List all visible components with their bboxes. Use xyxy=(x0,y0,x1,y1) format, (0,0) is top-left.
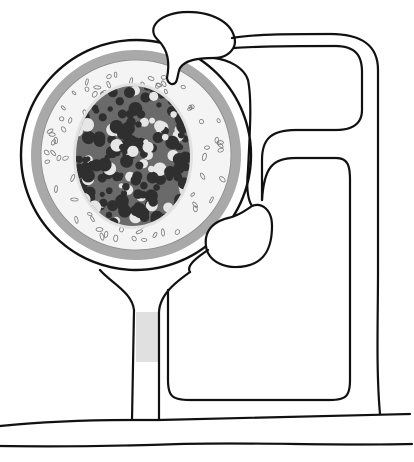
core-blob xyxy=(140,92,150,102)
core-blob xyxy=(106,212,113,219)
core-blob xyxy=(118,205,131,218)
core-blob xyxy=(93,108,99,114)
core-blob xyxy=(156,176,162,182)
core-blob xyxy=(106,187,113,194)
core-blob xyxy=(135,121,141,127)
core-blob xyxy=(76,156,83,163)
core-blob xyxy=(120,155,133,168)
core-blob xyxy=(149,92,158,101)
core-blob xyxy=(99,113,107,121)
core-blob xyxy=(124,87,135,98)
core-blob xyxy=(131,175,142,186)
core-blob xyxy=(82,131,95,144)
core-blob xyxy=(135,162,143,170)
core-blob xyxy=(98,158,112,172)
core-blob xyxy=(127,146,138,157)
core-blob xyxy=(82,157,88,163)
core-blob xyxy=(118,110,127,119)
core-blob xyxy=(154,120,165,131)
core-blob xyxy=(140,182,148,190)
core-blob xyxy=(118,173,123,178)
core-blob xyxy=(121,190,127,196)
core-blob xyxy=(105,155,111,161)
core-blob xyxy=(175,143,183,151)
core-blob xyxy=(148,166,155,173)
core-blob xyxy=(100,192,105,197)
core-blob xyxy=(143,142,154,153)
core-blob xyxy=(156,102,161,107)
core-blob xyxy=(126,110,135,119)
core-blob xyxy=(108,106,113,111)
core-blob xyxy=(122,183,130,191)
core-blob xyxy=(134,205,147,218)
core-blob xyxy=(153,184,160,191)
core-blob xyxy=(162,134,169,141)
core-blob xyxy=(87,161,97,171)
core-blob xyxy=(98,174,107,183)
core-blob xyxy=(173,153,185,165)
core-blob xyxy=(107,200,118,211)
stalk-stipple xyxy=(136,312,159,362)
core-blob xyxy=(119,144,126,151)
core-blob xyxy=(116,97,124,105)
core-blob xyxy=(140,191,147,198)
core-blob xyxy=(149,118,155,124)
core-blob xyxy=(137,110,145,118)
core-blob xyxy=(170,111,177,118)
